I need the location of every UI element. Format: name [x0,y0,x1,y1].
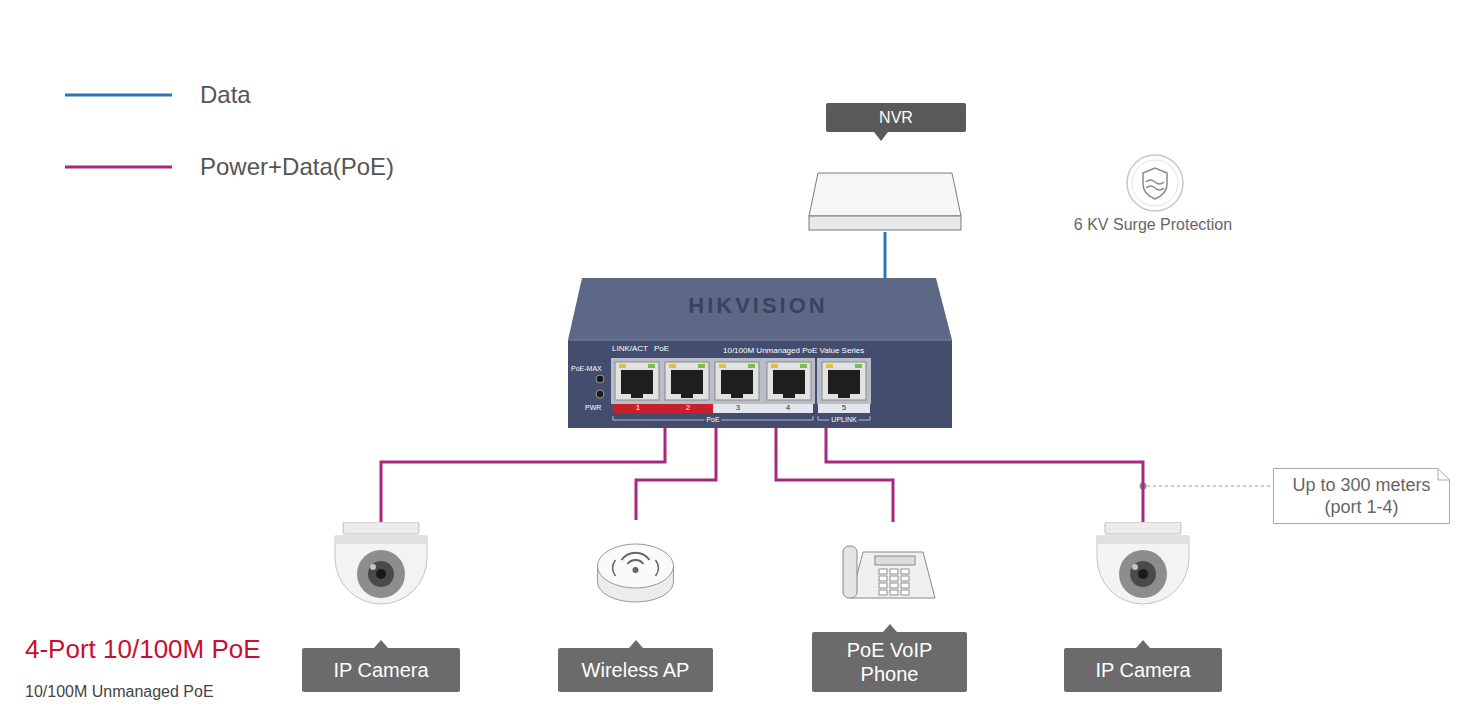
camera-band [1097,536,1189,544]
phone-key [890,576,898,581]
camera-shell [1097,536,1189,604]
legend-data-line [65,94,172,97]
distance-callout: Up to 300 meters (port 1-4) [1273,468,1450,524]
rj45-port [665,362,709,400]
phone-key [890,569,898,574]
phone-key [901,590,909,595]
device-tag: PoE VoIP Phone [812,632,967,692]
poe-cable [636,428,716,520]
phone-key [879,583,887,588]
surge-icon [1127,155,1183,211]
phone-illustration [812,522,967,632]
device-label: IP Camera [308,658,454,682]
phone-key [890,583,898,588]
panel-label: 4 [786,403,790,413]
panel-label: 10/100M Unmanaged PoE Value Series [723,346,864,356]
product-title: 4-Port 10/100M PoE [25,634,261,665]
wifi-side [656,560,659,576]
legend-text: Data [200,80,251,110]
camera-band [335,536,427,544]
rj45-port [615,362,659,400]
nvr-illustration [808,172,962,232]
cam-illustration [302,522,460,648]
device-tag: Wireless AP [558,648,713,692]
leader-line [1147,485,1270,486]
rj45-port [715,362,759,400]
panel-label: 2 [686,403,690,413]
legend-text: Power+Data(PoE) [200,152,394,182]
panel-label: 1 [636,403,640,413]
brand-mark: HIKVISION [688,294,827,318]
camera-lens [1130,561,1156,587]
phone-key [901,583,909,588]
ip-camera: IP Camera [1064,522,1222,692]
camera-dome [357,550,405,598]
phone-handset [843,546,857,598]
camera-glint [1132,564,1138,570]
panel-label: PoE [704,415,721,424]
tag-notch [1136,640,1150,648]
nvr-tag: NVR [826,103,966,132]
poe-cable [381,428,665,522]
nvr-front [809,216,961,230]
nvr-device: NVR [808,103,966,232]
wifi-side [613,560,616,576]
device-label: PoE VoIP Phone [835,638,945,686]
rj45-port [822,362,866,400]
panel-label: PoE [654,344,669,354]
camera-lens [368,561,394,587]
data-cable [884,232,887,278]
phone-key [879,576,887,581]
callout-text: Up to 300 meters (port 1-4) [1281,474,1442,518]
camera-shell [335,536,427,604]
camera-dome [1119,550,1167,598]
tag-notch [874,132,888,141]
panel-label: PWR [585,403,601,412]
feature-label: 6 KV Surge Protection [1074,216,1232,234]
device-label: Wireless AP [564,658,707,682]
ap-illustration [558,520,713,648]
poe-cable [776,428,893,522]
legend-poe-line [65,166,172,169]
device-label: IP Camera [1070,658,1216,682]
panel-label: PoE-MAX [571,364,602,373]
rj45-port [767,362,811,400]
tag-notch [374,640,388,648]
phone-key [901,576,909,581]
cam-illustration [1064,522,1222,648]
poe-cable [826,428,1143,522]
poe-switch: HIKVISION LINK/ACT PoE 10/100M Unmanaged Po… [568,278,952,428]
device-label: NVR [834,108,958,127]
ap-top [598,544,674,588]
camera-mount [343,522,419,534]
camera-lens-core [1138,569,1148,579]
ip-camera: IP Camera [302,522,460,692]
phone-key [879,590,887,595]
tag-notch [629,640,643,648]
camera-glint [370,564,376,570]
panel-label: 3 [736,403,740,413]
camera-mount [1105,522,1181,534]
device-tag: IP Camera [1064,648,1222,692]
voip-phone: PoE VoIP Phone [812,522,967,692]
phone-body [851,552,935,598]
tag-notch [883,624,897,632]
wireless-ap: Wireless AP [558,520,713,692]
wifi-arc [628,560,644,564]
panel-label: 5 [842,403,846,413]
phone-display [875,556,915,565]
nvr-top [809,173,961,216]
product-caption: 10/100M Unmanaged PoE [25,682,214,701]
phone-key [901,569,909,574]
wifi-arc [622,553,650,560]
panel-label: LINK/ACT [612,344,648,354]
device-tag: IP Camera [302,648,460,692]
panel-label: UPLINK [829,415,858,424]
wifi-dot [633,567,639,573]
camera-lens-core [376,569,386,579]
phone-key [890,590,898,595]
phone-key [879,569,887,574]
